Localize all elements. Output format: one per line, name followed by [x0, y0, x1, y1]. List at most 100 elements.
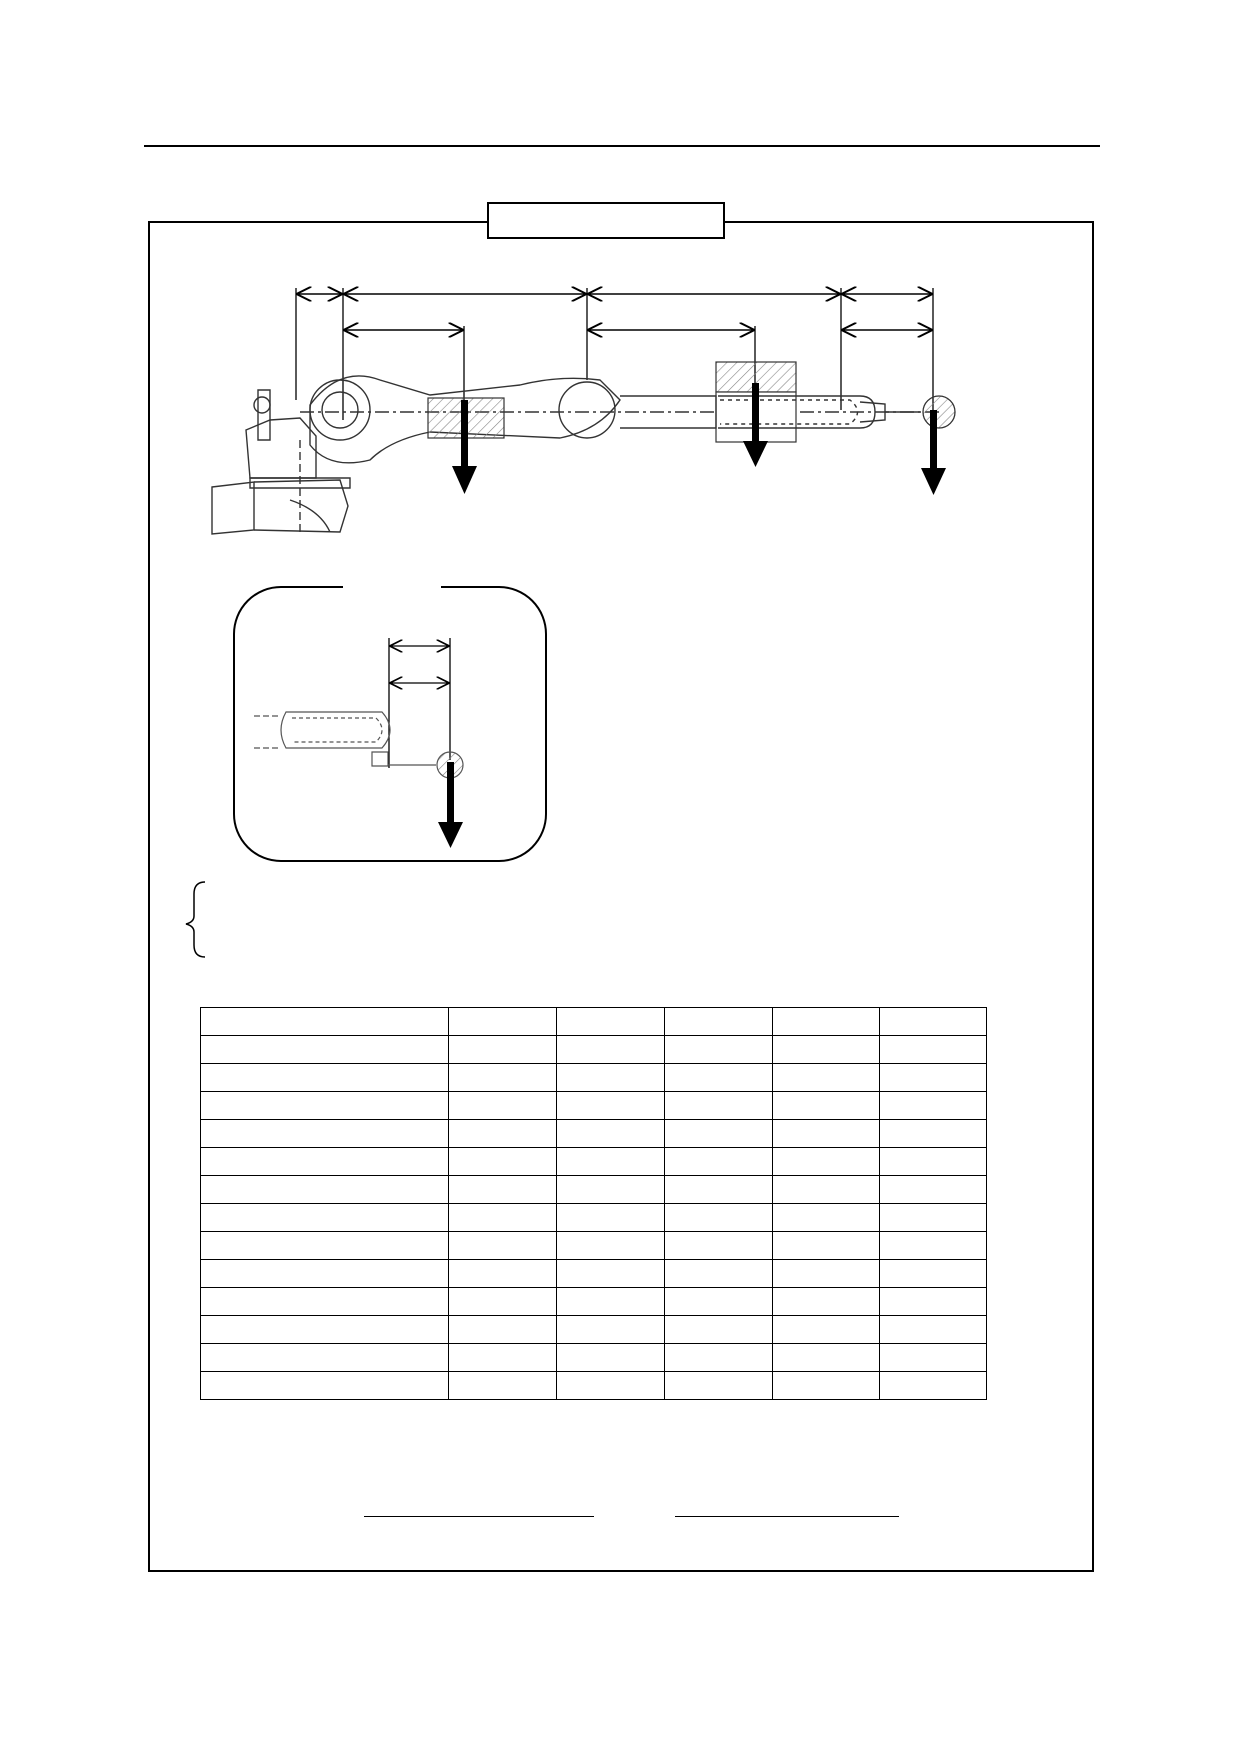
- payload-mass: [922, 395, 956, 429]
- table-cell: [556, 1119, 665, 1148]
- table-row: [200, 1343, 987, 1372]
- table-cell: [879, 1371, 987, 1400]
- table-cell: [879, 1343, 987, 1372]
- table-row: [200, 1315, 987, 1344]
- table-cell: [448, 1147, 557, 1176]
- dimension-arrow-icon: [298, 294, 931, 330]
- robot-lower-arm: [300, 375, 940, 464]
- table-cell: [772, 1315, 880, 1344]
- table-cell: [664, 1063, 773, 1092]
- table-cell: [664, 1259, 773, 1288]
- table-cell: [556, 1007, 665, 1036]
- table-cell: [772, 1203, 880, 1232]
- table-cell: [664, 1231, 773, 1260]
- table-row: [200, 1035, 987, 1064]
- curly-brace-icon: [185, 881, 206, 958]
- table-cell: [772, 1091, 880, 1120]
- table-cell: [879, 1035, 987, 1064]
- table-cell: [772, 1343, 880, 1372]
- spec-table: [200, 1007, 987, 1400]
- table-cell: [448, 1315, 557, 1344]
- table-cell: [879, 1315, 987, 1344]
- table-cell: [556, 1343, 665, 1372]
- table-cell: [200, 1287, 449, 1316]
- table-cell: [664, 1007, 773, 1036]
- table-cell: [772, 1231, 880, 1260]
- table-cell: [448, 1287, 557, 1316]
- table-row: [200, 1147, 987, 1176]
- table-cell: [664, 1371, 773, 1400]
- table-cell: [200, 1175, 449, 1204]
- table-cell: [664, 1203, 773, 1232]
- table-cell: [200, 1343, 449, 1372]
- table-cell: [200, 1371, 449, 1400]
- table-cell: [448, 1175, 557, 1204]
- table-cell: [556, 1091, 665, 1120]
- table-cell: [200, 1203, 449, 1232]
- table-cell: [772, 1371, 880, 1400]
- table-cell: [879, 1007, 987, 1036]
- table-cell: [772, 1063, 880, 1092]
- header-rule: [144, 145, 1100, 147]
- table-cell: [556, 1147, 665, 1176]
- table-cell: [200, 1063, 449, 1092]
- table-cell: [664, 1091, 773, 1120]
- table-cell: [772, 1175, 880, 1204]
- table-cell: [448, 1035, 557, 1064]
- dimension-extension-lines: [295, 288, 934, 420]
- table-cell: [772, 1147, 880, 1176]
- table-cell: [664, 1147, 773, 1176]
- table-cell: [879, 1231, 987, 1260]
- table-cell: [448, 1259, 557, 1288]
- table-cell: [664, 1119, 773, 1148]
- table-cell: [664, 1287, 773, 1316]
- table-cell: [772, 1119, 880, 1148]
- table-row: [200, 1231, 987, 1260]
- robot-base: [211, 389, 351, 535]
- table-cell: [556, 1371, 665, 1400]
- table-cell: [772, 1007, 880, 1036]
- table-cell: [556, 1259, 665, 1288]
- table-row: [200, 1007, 987, 1036]
- detail-view-label-gap: [343, 580, 441, 590]
- table-row: [200, 1203, 987, 1232]
- table-cell: [772, 1035, 880, 1064]
- table-cell: [556, 1315, 665, 1344]
- table-cell: [448, 1119, 557, 1148]
- table-cell: [556, 1063, 665, 1092]
- table-cell: [448, 1371, 557, 1400]
- figure-title-box: [487, 202, 725, 239]
- table-cell: [556, 1287, 665, 1316]
- table-cell: [556, 1203, 665, 1232]
- table-row: [200, 1259, 987, 1288]
- table-cell: [448, 1203, 557, 1232]
- table-cell: [200, 1119, 449, 1148]
- load-arrow-down-icon: [452, 383, 946, 495]
- table-cell: [772, 1287, 880, 1316]
- table-cell: [200, 1147, 449, 1176]
- table-cell: [200, 1259, 449, 1288]
- table-cell: [879, 1119, 987, 1148]
- table-cell: [200, 1007, 449, 1036]
- table-cell: [556, 1175, 665, 1204]
- table-cell: [879, 1063, 987, 1092]
- table-cell: [664, 1175, 773, 1204]
- table-cell: [664, 1035, 773, 1064]
- table-cell: [879, 1203, 987, 1232]
- table-cell: [200, 1231, 449, 1260]
- table-row: [200, 1091, 987, 1120]
- signature-line-2: [675, 1516, 899, 1517]
- table-cell: [879, 1091, 987, 1120]
- table-cell: [200, 1035, 449, 1064]
- table-cell: [448, 1063, 557, 1092]
- table-row: [200, 1063, 987, 1092]
- detail-dimension-lines: [388, 638, 451, 768]
- robot-upper-arm: [620, 395, 920, 429]
- table-cell: [664, 1343, 773, 1372]
- table-cell: [772, 1259, 880, 1288]
- table-cell: [879, 1175, 987, 1204]
- table-cell: [664, 1315, 773, 1344]
- table-cell: [200, 1091, 449, 1120]
- table-cell: [448, 1091, 557, 1120]
